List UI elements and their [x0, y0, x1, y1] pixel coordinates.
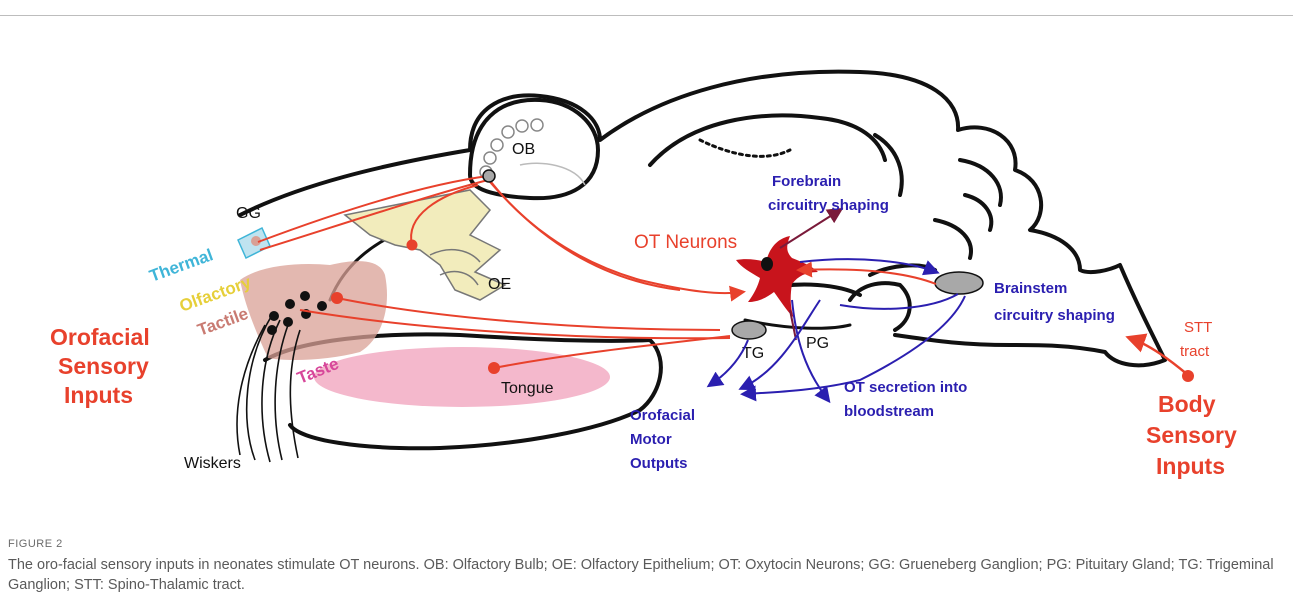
brainstem-label-1: Brainstem [994, 280, 1067, 297]
forebrain-label-1: Forebrain [772, 173, 841, 190]
forebrain-label-2: circuitry shaping [768, 197, 889, 214]
ob-label: OB [512, 141, 535, 158]
brainstem-to-ot-lower [840, 294, 958, 309]
motor-label-2: Motor [630, 431, 672, 448]
orofacial-inputs-1: Orofacial [50, 324, 150, 350]
oe-node [407, 240, 418, 251]
secretion-label-1: OT secretion into [844, 379, 967, 396]
brainstem-label-2: circuitry shaping [994, 307, 1115, 324]
olfactory-bulb: OB [470, 100, 598, 198]
secretion-label-2: bloodstream [844, 403, 934, 420]
ob-node [483, 170, 495, 182]
motor-label-1: Orofacial [630, 407, 695, 424]
figure-caption: The oro-facial sensory inputs in neonate… [8, 555, 1278, 595]
grueneberg-ganglion: GG [236, 205, 270, 258]
stt-label-1: STT [1184, 319, 1212, 336]
stt-label-2: tract [1180, 343, 1210, 360]
thermal-label: Thermal [147, 245, 216, 285]
figure-number: FIGURE 2 [8, 538, 63, 550]
orofacial-inputs-2: Sensory [58, 353, 149, 379]
ot-neuron [736, 236, 818, 318]
brainstem-node [935, 272, 983, 294]
gg-label: GG [236, 205, 261, 222]
oe-label: OE [488, 276, 511, 293]
tg-ganglion [732, 321, 766, 339]
tactile-node [331, 292, 343, 304]
brainstem-to-ot [800, 269, 936, 284]
motor-label-3: Outputs [630, 455, 688, 472]
snout-area [240, 261, 387, 360]
body-inputs-2: Sensory [1146, 422, 1237, 448]
taste-node [488, 362, 500, 374]
stt-node [1182, 370, 1194, 382]
orofacial-inputs-3: Inputs [64, 382, 133, 408]
wiskers-label: Wiskers [184, 455, 241, 472]
pg-label: PG [806, 335, 829, 352]
ot-neurons-label: OT Neurons [634, 232, 737, 253]
tongue-label: Tongue [501, 380, 554, 397]
body-inputs-1: Body [1158, 391, 1216, 417]
figure-diagram: OB OE Tongue Wiskers GG [0, 0, 1293, 520]
tactile-label: Tactile [195, 304, 251, 340]
body-inputs-3: Inputs [1156, 453, 1225, 479]
forebrain-arrow [780, 210, 840, 248]
